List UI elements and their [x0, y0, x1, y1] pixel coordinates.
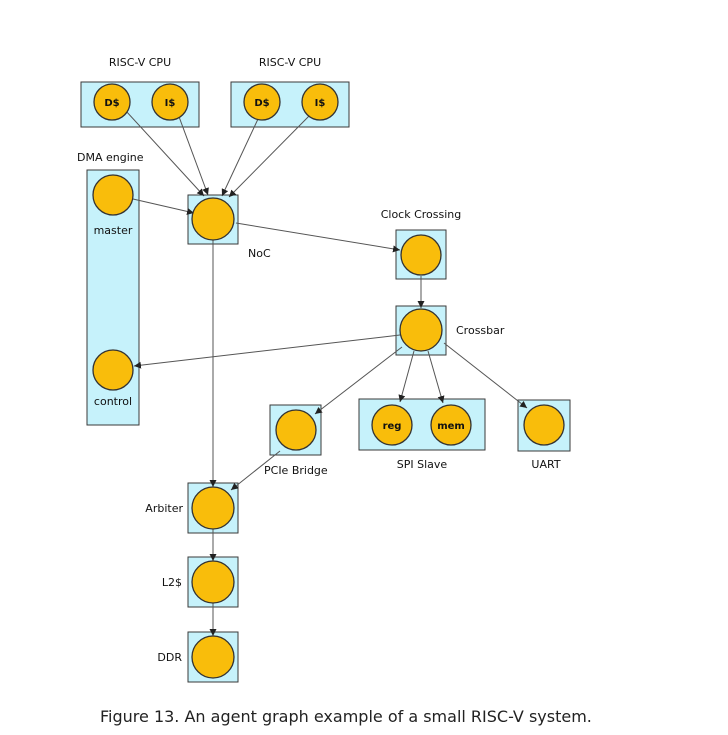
cpu1-dcache-label: D$	[104, 98, 119, 109]
cpu2-icache-label: I$	[315, 98, 326, 109]
edge-cpu1d-noc	[125, 110, 205, 197]
arbiter-label: Arbiter	[145, 502, 183, 515]
control-label: control	[94, 395, 132, 408]
clock-crossing-label: Clock Crossing	[381, 208, 462, 221]
edge-crossbar-pcie	[314, 346, 403, 415]
cpu2-dcache-node	[243, 83, 281, 121]
edge-crossbar-uart	[443, 342, 528, 409]
cpu1-icache-label: I$	[165, 98, 176, 109]
arbiter-node	[191, 486, 235, 530]
edge-master-noc	[132, 198, 195, 215]
dma-master-node	[92, 174, 134, 216]
l2-node	[191, 560, 235, 604]
crossbar-node	[399, 308, 443, 352]
edge-cpu2d-noc	[221, 118, 259, 197]
agent-graph-diagram: D$ I$ D$ I$ reg mem RISC-V CPU RISC-V CP…	[77, 56, 571, 683]
clock-crossing-node	[400, 234, 442, 276]
edge-cpu1i-noc	[177, 113, 209, 196]
cpu2-dcache-label: D$	[254, 98, 269, 109]
dma-engine-label: DMA engine	[77, 151, 144, 164]
dma-control-node	[92, 349, 134, 391]
cpu1-label: RISC-V CPU	[109, 56, 171, 69]
figure-caption: Figure 13. An agent graph example of a s…	[100, 707, 592, 726]
edge-pcie-arbiter	[230, 450, 281, 491]
edge-cpu2i-noc	[228, 112, 313, 198]
uart-node	[523, 404, 565, 446]
ddr-label: DDR	[157, 651, 182, 664]
spi-mem-label: mem	[437, 421, 465, 432]
edge-crossbar-control	[133, 334, 401, 369]
spi-mem-node	[430, 404, 472, 446]
l2-label: L2$	[162, 576, 182, 589]
cpu1-dcache-node	[93, 83, 131, 121]
ddr-node	[191, 635, 235, 679]
edge-crossbar-reg	[398, 350, 415, 403]
edge-noc-clock	[235, 222, 401, 253]
pcie-bridge-label: PCIe Bridge	[264, 464, 328, 477]
spi-slave-label: SPI Slave	[397, 458, 448, 471]
spi-reg-label: reg	[383, 421, 402, 432]
spi-reg-node	[371, 404, 413, 446]
pcie-node	[275, 409, 317, 451]
cpu2-label: RISC-V CPU	[259, 56, 321, 69]
uart-label: UART	[531, 458, 560, 471]
noc-label: NoC	[248, 247, 271, 260]
crossbar-label: Crossbar	[456, 324, 505, 337]
edge-crossbar-mem	[427, 350, 445, 404]
master-label: master	[94, 224, 133, 237]
noc-node	[191, 197, 235, 241]
cpu1-icache-node	[151, 83, 189, 121]
cpu2-icache-node	[301, 83, 339, 121]
